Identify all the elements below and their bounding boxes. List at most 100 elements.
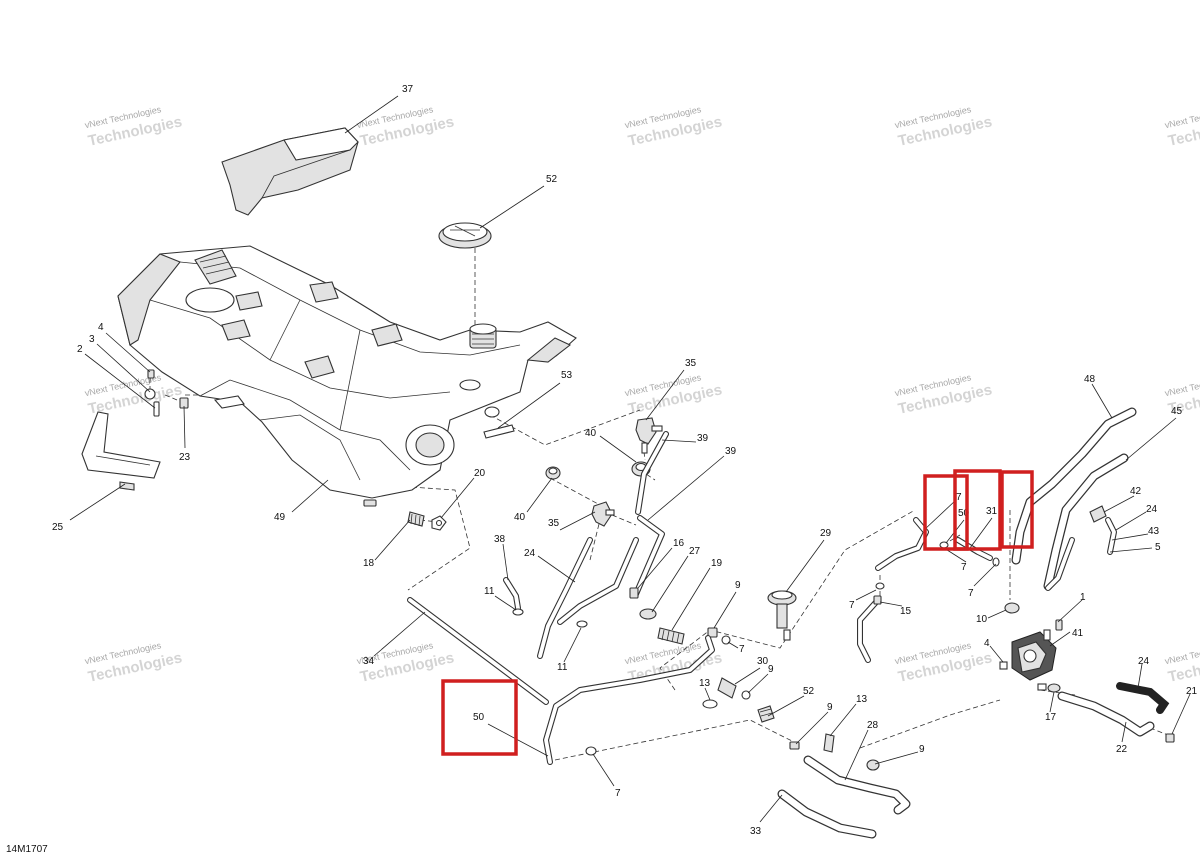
watermark: vNext Technologies Technologies — [894, 640, 994, 686]
callout-35: 35 — [548, 518, 560, 529]
part-hose-33 — [777, 789, 877, 839]
callout-40: 40 — [585, 428, 597, 439]
callout-30: 30 — [757, 656, 769, 667]
part-hose-48 — [1011, 407, 1137, 565]
part-connector-13a — [702, 699, 718, 709]
part-fitting-21 — [1165, 733, 1175, 743]
part-bracket-left — [81, 411, 161, 491]
part-clamp-11b — [576, 620, 588, 628]
callout-10: 10 — [976, 614, 988, 625]
part-hose-7c — [875, 517, 929, 571]
callout-9: 9 — [768, 664, 774, 675]
leader-lines — [69, 95, 1191, 823]
callout-19: 19 — [711, 558, 723, 569]
callout-53: 53 — [561, 370, 573, 381]
callout-37: 37 — [402, 84, 414, 95]
callout-4: 4 — [984, 638, 990, 649]
callout-29: 29 — [820, 528, 832, 539]
callout-23: 23 — [179, 452, 191, 463]
part-hose-22 — [1057, 691, 1155, 737]
part-clamp-7b — [585, 746, 597, 756]
callout-34: 34 — [363, 656, 375, 667]
part-hose-24b — [1105, 517, 1117, 555]
callout-1: 1 — [1080, 592, 1086, 603]
part-fitting-9c — [789, 741, 800, 750]
part-hose-38 — [503, 577, 524, 616]
callout-7: 7 — [739, 644, 745, 655]
part-fitting-42 — [1089, 505, 1107, 523]
callout-22: 22 — [1116, 744, 1128, 755]
part-hose-39a — [635, 431, 669, 515]
highlight-box-50-lower — [441, 679, 518, 756]
part-fitting-27 — [639, 608, 657, 620]
part-hose-31 — [955, 537, 993, 561]
callout-4: 4 — [98, 322, 104, 333]
callout-18: 18 — [363, 558, 375, 569]
part-valve-35b — [591, 501, 615, 527]
callout-39: 39 — [697, 433, 709, 444]
part-fitting-9d — [866, 759, 880, 771]
callout-41: 41 — [1072, 628, 1084, 639]
callout-50: 50 — [958, 508, 970, 519]
callout-52: 52 — [546, 174, 558, 185]
part-hose-15 — [857, 595, 882, 663]
part-hardware-left — [144, 369, 245, 417]
part-hose-long — [543, 635, 715, 765]
part-fitting-18 — [363, 499, 425, 527]
part-clamps-7-right — [875, 541, 1000, 590]
callout-35: 35 — [685, 358, 697, 369]
callout-27: 27 — [689, 546, 701, 557]
callout-7: 7 — [956, 492, 962, 503]
diagram-code: 14M1707 — [6, 844, 48, 855]
callout-50: 50 — [473, 712, 485, 723]
callout-42: 42 — [1130, 486, 1142, 497]
callout-20: 20 — [474, 468, 486, 479]
part-heat-shield — [221, 127, 359, 216]
callout-16: 16 — [673, 538, 685, 549]
part-hose-43 — [1045, 537, 1075, 591]
callout-11: 11 — [484, 586, 495, 597]
watermark: vNext Technologies Technologies — [894, 104, 994, 150]
callout-49: 49 — [274, 512, 286, 523]
callout-7: 7 — [849, 600, 855, 611]
callout-24: 24 — [1138, 656, 1150, 667]
callout-40: 40 — [514, 512, 526, 523]
part-fitting-52b — [757, 705, 775, 723]
callout-33: 33 — [750, 826, 762, 837]
part-hose-45 — [1043, 453, 1129, 591]
part-hose-28 — [803, 755, 911, 815]
callout-9: 9 — [735, 580, 741, 591]
part-fuel-cap — [438, 222, 492, 249]
part-fitting-17 — [1047, 683, 1061, 693]
callout-9: 9 — [919, 744, 925, 755]
callout-17: 17 — [1045, 712, 1057, 723]
part-hose-24a — [537, 537, 639, 659]
callout-3: 3 — [89, 334, 95, 345]
watermark: vNext Technologies Technologies — [1164, 104, 1200, 150]
callout-11: 11 — [557, 662, 568, 673]
callout-24: 24 — [1146, 504, 1158, 515]
callout-9: 9 — [827, 702, 833, 713]
watermark: vNext Technologies Technologies — [1164, 640, 1200, 686]
callout-21: 21 — [1186, 686, 1198, 697]
part-valve-35a — [635, 417, 663, 454]
watermark: vNext Technologies Technologies — [356, 104, 456, 150]
callout-7: 7 — [968, 588, 974, 599]
callout-25: 25 — [52, 522, 64, 533]
watermark: vNext Technologies Technologies — [84, 104, 184, 150]
callout-31: 31 — [986, 506, 998, 517]
part-rod-34 — [407, 597, 549, 705]
callout-45: 45 — [1171, 406, 1183, 417]
watermark: vNext Technologies Technologies — [624, 104, 724, 150]
highlight-box-45-hose — [1000, 470, 1034, 549]
callout-39: 39 — [725, 446, 737, 457]
callout-15: 15 — [900, 606, 912, 617]
callout-43: 43 — [1148, 526, 1160, 537]
callout-7: 7 — [961, 562, 967, 573]
callout-labels: 37 52 4 3 2 23 25 49 53 35 40 39 39 20 4… — [52, 84, 1198, 837]
watermark: vNext Technologies Technologies — [894, 372, 994, 418]
part-connector-30 — [717, 677, 751, 700]
callout-7: 7 — [615, 788, 621, 799]
callout-48: 48 — [1084, 374, 1096, 385]
